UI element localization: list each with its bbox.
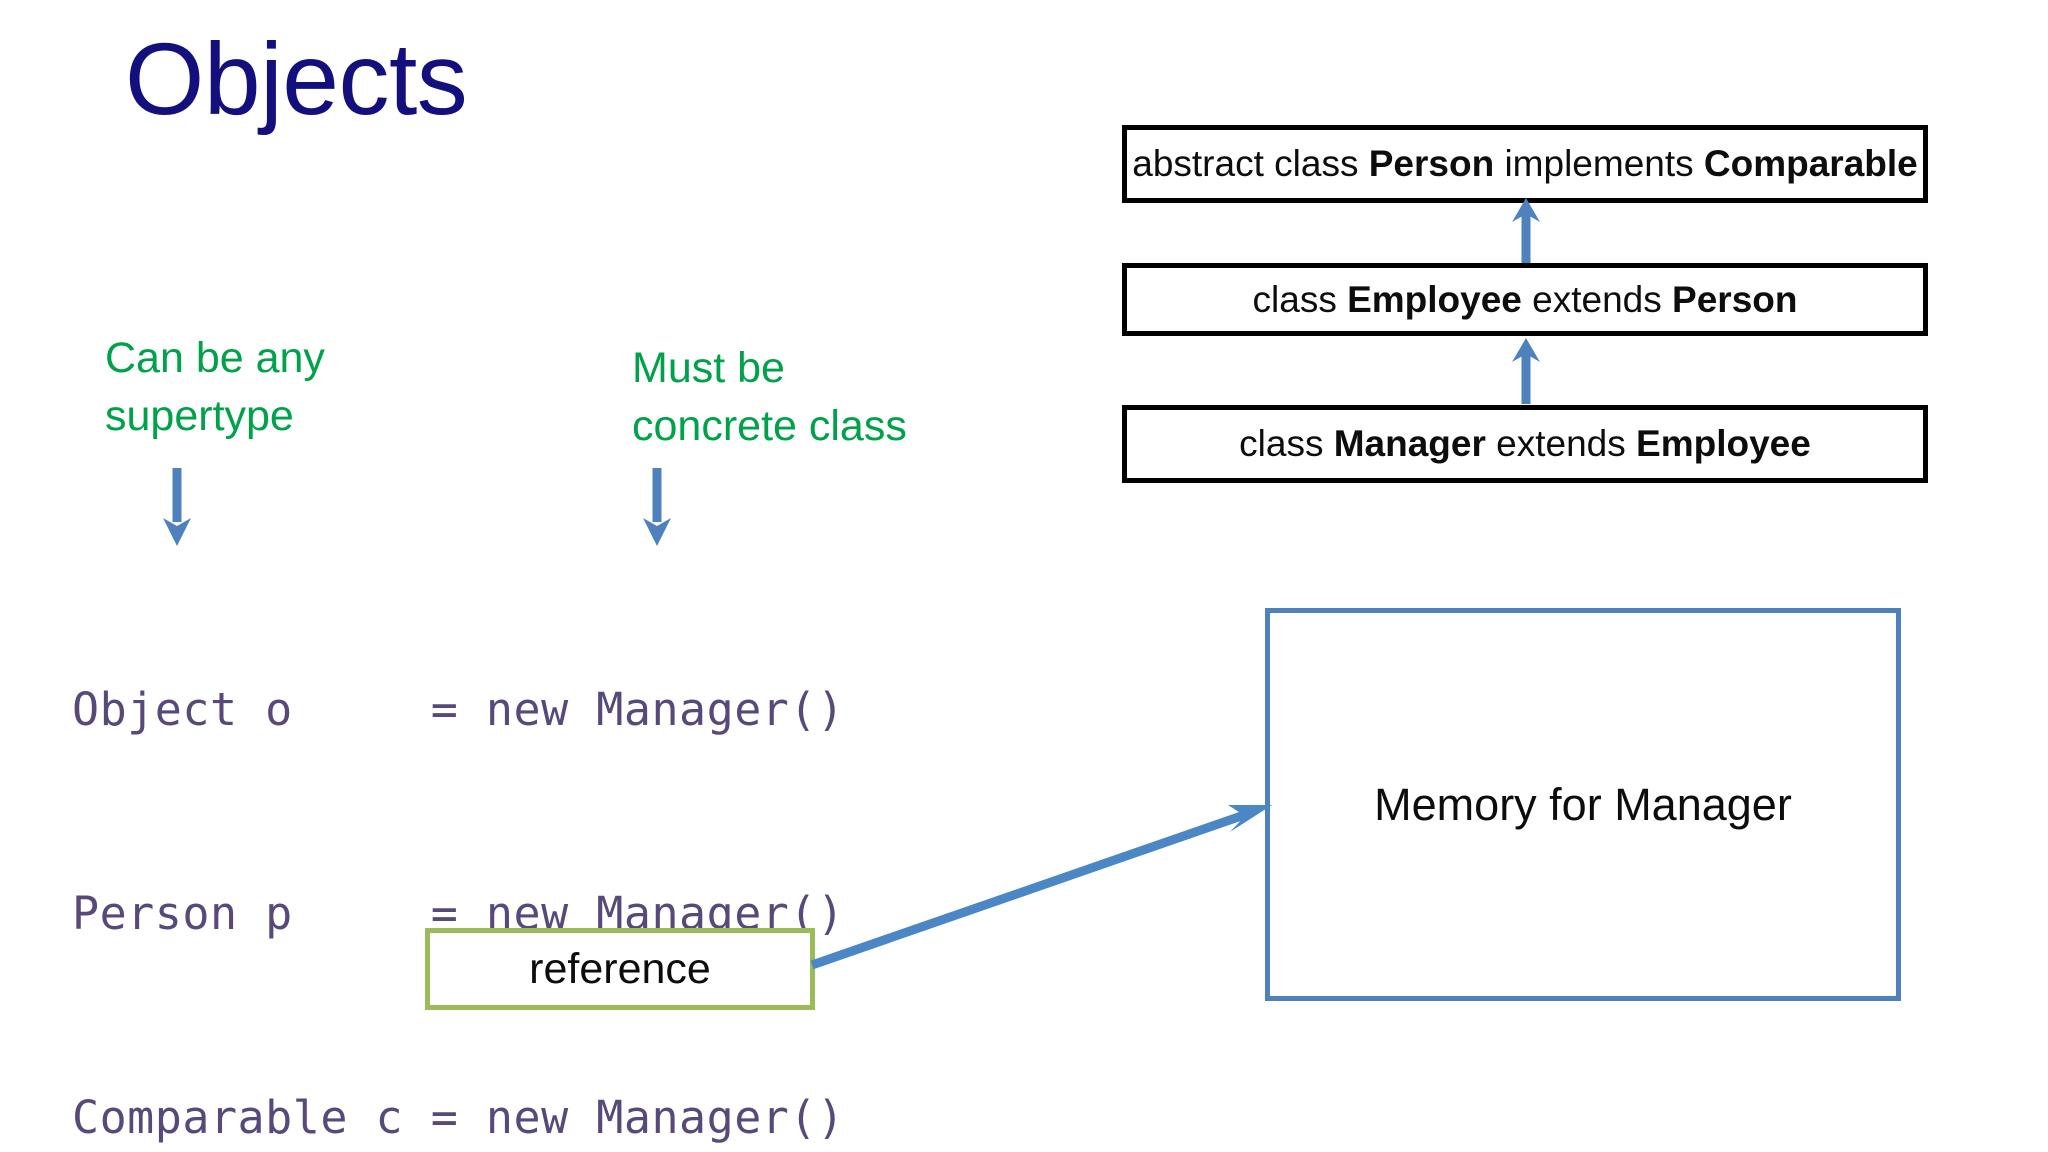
class-box-manager-text: class Manager extends Employee — [1239, 423, 1811, 464]
code-block: Object o = new Manager() Person p = new … — [72, 540, 845, 1152]
class-name-employee-ref: Employee — [1636, 423, 1811, 464]
down-arrow-icon-supertype — [160, 468, 194, 548]
class-name-employee: Employee — [1347, 278, 1522, 320]
code-line: Object o = new Manager() — [72, 683, 845, 736]
class-box-employee-text: class Employee extends Person — [1252, 278, 1798, 320]
memory-box: Memory for Manager — [1265, 608, 1901, 1001]
code-line: Comparable c = new Manager() — [72, 1091, 845, 1144]
class-box-manager: class Manager extends Employee — [1122, 405, 1928, 483]
callout-must-be-concrete-class: Must be concrete class — [632, 344, 907, 450]
class-box-employee: class Employee extends Person — [1122, 263, 1928, 336]
reference-box-label: reference — [529, 944, 711, 993]
memory-box-label: Memory for Manager — [1374, 778, 1792, 830]
reference-box: reference — [425, 928, 815, 1010]
class-name-person: Person — [1368, 143, 1495, 184]
callout-can-be-any-supertype: Can be any supertype — [105, 334, 325, 440]
down-arrow-icon-concrete — [640, 468, 674, 548]
page-title: Objects — [125, 22, 468, 136]
inheritance-arrow-icon-manager-to-employee — [1508, 338, 1544, 404]
class-box-person: abstract class Person implements Compara… — [1122, 125, 1928, 203]
class-box-person-text: abstract class Person implements Compara… — [1132, 143, 1918, 184]
reference-to-memory-arrow-icon — [810, 805, 1272, 970]
class-name-person-ref: Person — [1672, 278, 1798, 320]
inheritance-arrow-icon-employee-to-person — [1508, 198, 1544, 264]
class-name-manager: Manager — [1333, 423, 1486, 464]
interface-name-comparable: Comparable — [1703, 143, 1918, 184]
